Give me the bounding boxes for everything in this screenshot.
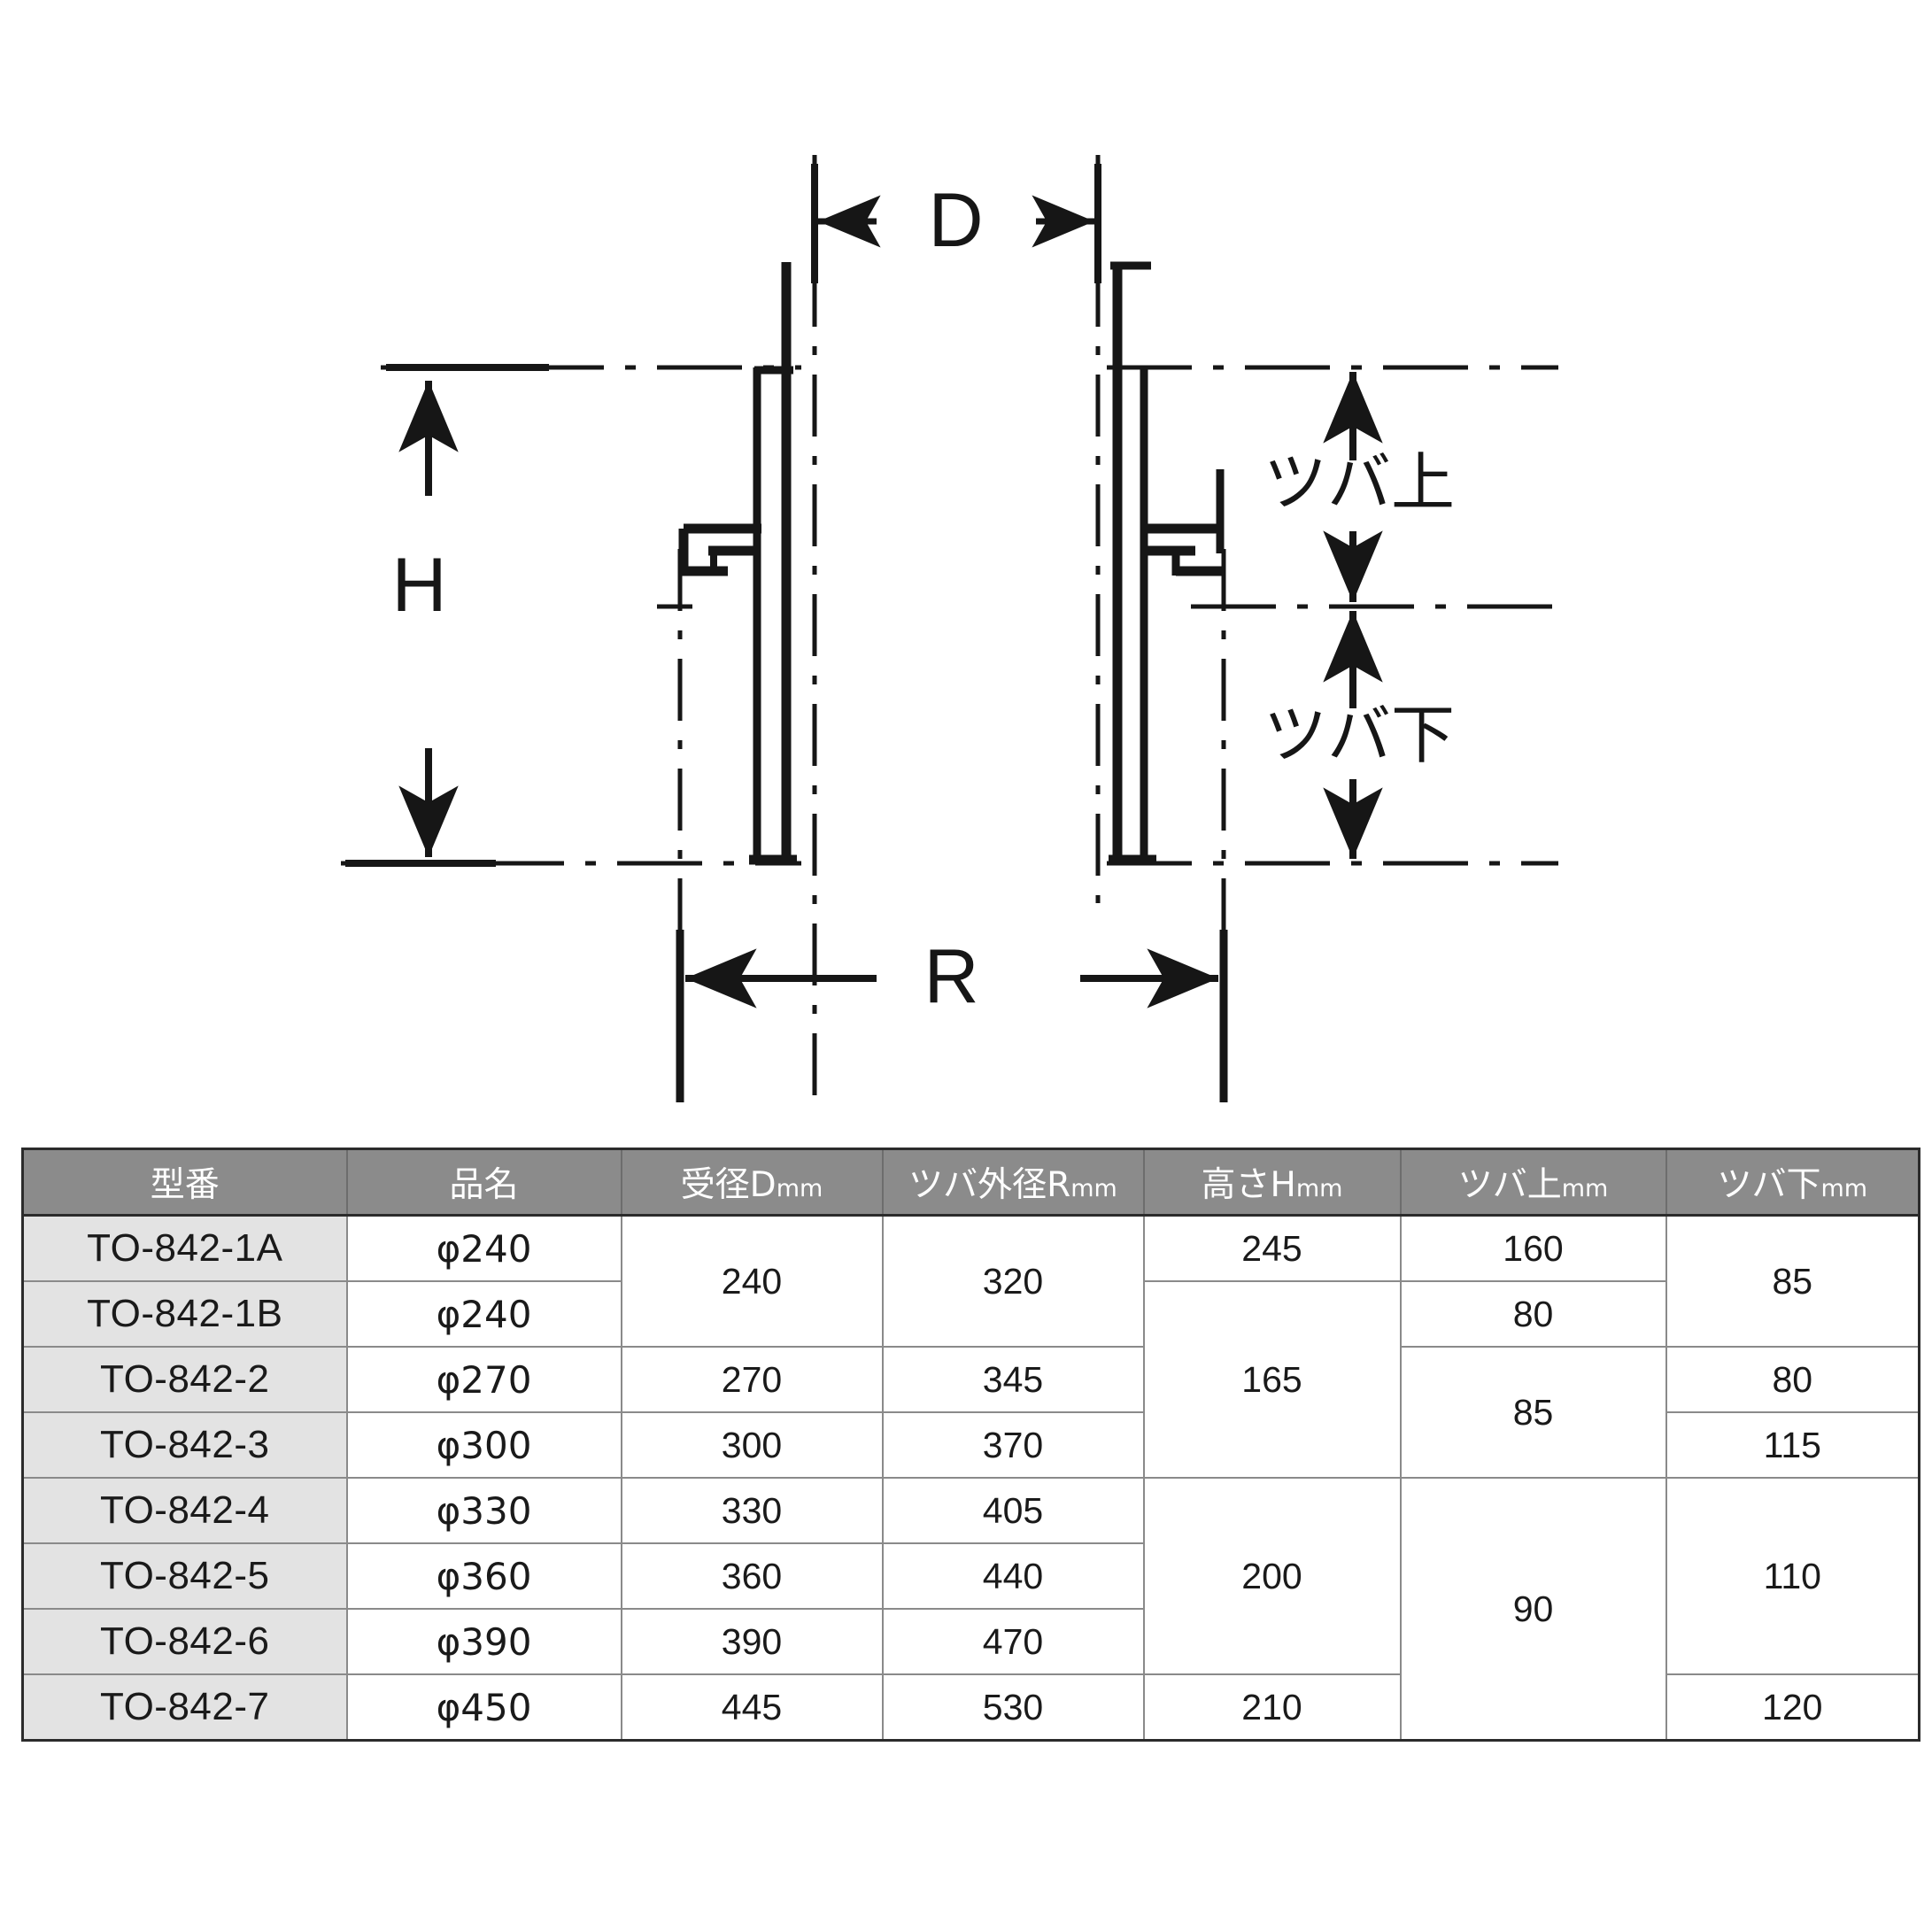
table-row: TO-842-1A φ240 240 320 245 160 85 [21, 1214, 1920, 1348]
dim-label-r: R [923, 934, 979, 1019]
cell-diameter-d: 360 [620, 1542, 884, 1610]
column-header-flange-outer-r: ツバ外径Rmm [881, 1148, 1145, 1217]
cell-flange-lower: 120 [1665, 1673, 1920, 1742]
cell-product-name: φ360 [345, 1542, 622, 1610]
table-row: TO-842-7 φ450 445 530 210 120 [21, 1673, 1920, 1742]
cell-flange-outer-r: 345 [881, 1346, 1145, 1413]
cell-flange-upper: 85 [1399, 1346, 1667, 1479]
cell-flange-upper: 90 [1399, 1477, 1667, 1742]
cell-product-name: φ300 [345, 1411, 622, 1479]
cell-model: TO-842-4 [21, 1477, 348, 1544]
cell-diameter-d: 390 [620, 1608, 884, 1675]
cell-flange-upper: 80 [1399, 1280, 1667, 1348]
column-header-flange-lower-unit: mm [1820, 1175, 1868, 1202]
cell-height-h: 210 [1142, 1673, 1402, 1742]
cell-model: TO-842-2 [21, 1346, 348, 1413]
dim-label-flange-upper: ツバ上 [1264, 445, 1455, 520]
cell-model: TO-842-3 [21, 1411, 348, 1479]
cell-height-h: 200 [1142, 1477, 1402, 1675]
cell-flange-outer-r: 530 [881, 1673, 1145, 1742]
column-header-flange-upper-label: ツバ上 [1457, 1165, 1562, 1205]
table-row: TO-842-1B φ240 165 80 [21, 1280, 1920, 1479]
cell-flange-outer-r: 470 [881, 1608, 1145, 1675]
column-header-flange-upper-unit: mm [1561, 1175, 1609, 1202]
spec-table-container: 型番 品名 受径Dmm ツバ外径Rmm 高さHmm ツバ上mm ツバ下mm TO… [21, 1148, 1920, 1742]
technical-drawing: D H R ツバ上 ツバ下 [341, 155, 1567, 1102]
table-header-row: 型番 品名 受径Dmm ツバ外径Rmm 高さHmm ツバ上mm ツバ下mm [21, 1148, 1920, 1217]
table-row: TO-842-3 φ300 300 370 115 [21, 1411, 1920, 1479]
column-header-product-name: 品名 [345, 1148, 622, 1217]
column-header-model-label: 型番 [150, 1165, 220, 1205]
column-header-flange-outer-r-label: ツバ外径R [908, 1165, 1071, 1205]
dim-label-d: D [928, 178, 984, 263]
table-row: TO-842-6 φ390 390 470 [21, 1608, 1920, 1675]
column-header-height-h-unit: mm [1295, 1175, 1343, 1202]
cell-flange-lower: 115 [1665, 1411, 1920, 1479]
cell-model: TO-842-6 [21, 1608, 348, 1675]
cell-product-name: φ390 [345, 1608, 622, 1675]
cell-flange-lower: 110 [1665, 1477, 1920, 1675]
column-header-diameter-d: 受径Dmm [620, 1148, 884, 1217]
cell-height-h: 245 [1142, 1214, 1402, 1282]
cell-product-name: φ240 [345, 1214, 622, 1282]
column-header-flange-lower-label: ツバ下 [1717, 1165, 1821, 1205]
cell-product-name: φ450 [345, 1673, 622, 1742]
column-header-diameter-d-unit: mm [776, 1175, 823, 1202]
cell-flange-upper: 160 [1399, 1214, 1667, 1282]
cell-product-name: φ270 [345, 1346, 622, 1413]
cell-flange-outer-r: 320 [881, 1214, 1145, 1348]
column-header-flange-outer-r-unit: mm [1070, 1175, 1117, 1202]
cell-model: TO-842-1B [21, 1280, 348, 1348]
column-header-height-h: 高さHmm [1142, 1148, 1402, 1217]
cell-diameter-d: 330 [620, 1477, 884, 1544]
spec-table: 型番 品名 受径Dmm ツバ外径Rmm 高さHmm ツバ上mm ツバ下mm TO… [21, 1148, 1920, 1742]
cell-flange-outer-r: 405 [881, 1477, 1145, 1544]
cell-product-name: φ240 [345, 1280, 622, 1348]
dim-label-flange-lower: ツバ下 [1264, 698, 1455, 772]
column-header-height-h-label: 高さH [1201, 1165, 1296, 1205]
dim-label-h: H [391, 543, 447, 628]
cell-diameter-d: 300 [620, 1411, 884, 1479]
table-row: TO-842-2 φ270 270 345 85 80 [21, 1346, 1920, 1479]
cell-flange-outer-r: 440 [881, 1542, 1145, 1610]
cell-model: TO-842-5 [21, 1542, 348, 1610]
column-header-model: 型番 [21, 1148, 348, 1217]
cell-model: TO-842-7 [21, 1673, 348, 1742]
cell-diameter-d: 270 [620, 1346, 884, 1413]
cell-product-name: φ330 [345, 1477, 622, 1544]
column-header-flange-upper: ツバ上mm [1399, 1148, 1667, 1217]
column-header-diameter-d-label: 受径D [680, 1165, 777, 1205]
column-header-product-name-label: 品名 [449, 1165, 519, 1205]
cell-flange-lower: 80 [1665, 1346, 1920, 1413]
cell-flange-lower: 85 [1665, 1214, 1920, 1348]
cell-diameter-d: 445 [620, 1673, 884, 1742]
cell-diameter-d: 240 [620, 1214, 884, 1348]
drawing-canvas: D H R ツバ上 ツバ下 [341, 155, 1567, 1102]
table-row: TO-842-4 φ330 330 405 200 90 110 [21, 1477, 1920, 1742]
table-row: TO-842-5 φ360 360 440 [21, 1542, 1920, 1610]
cell-height-h: 165 [1142, 1280, 1402, 1479]
column-header-flange-lower: ツバ下mm [1665, 1148, 1920, 1217]
cell-flange-outer-r: 370 [881, 1411, 1145, 1479]
cell-model: TO-842-1A [21, 1214, 348, 1282]
